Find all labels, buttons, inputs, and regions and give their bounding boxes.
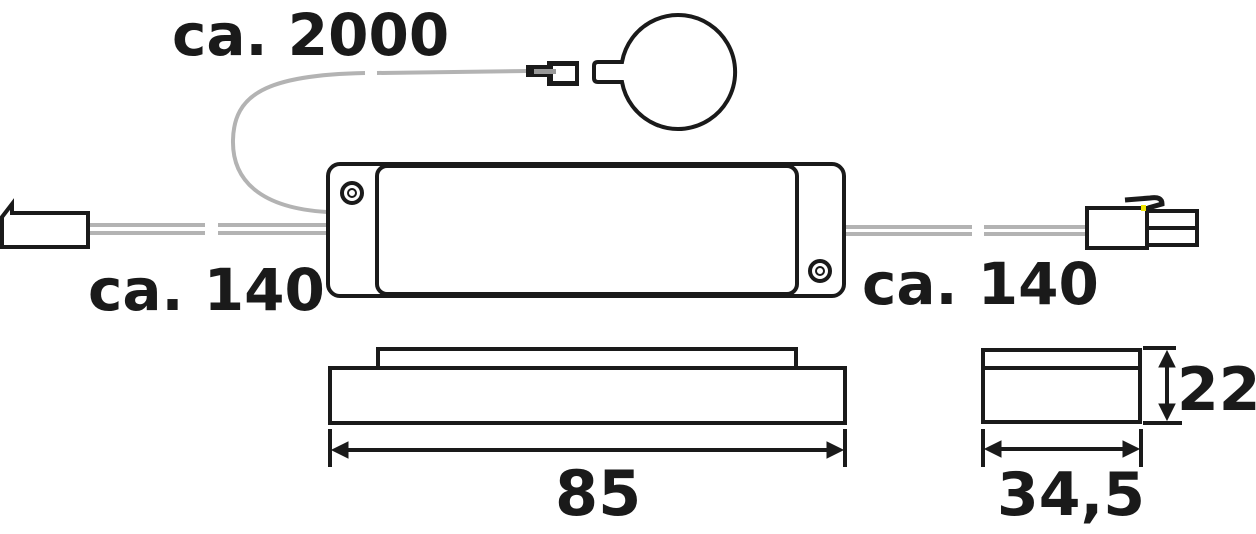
sensor-disc-icon	[592, 13, 738, 131]
height-label: 22	[1177, 355, 1256, 425]
end-view	[981, 348, 1142, 424]
cable-right-label: ca. 140	[862, 250, 1099, 318]
sensor-plug-icon	[526, 61, 579, 86]
height-dimension	[1143, 346, 1182, 425]
length-label: 85	[555, 457, 641, 530]
cable-left-label: ca. 140	[88, 256, 325, 324]
driver-housing-top	[326, 162, 846, 298]
sensor-cable	[230, 69, 529, 214]
output-connector-icon	[1085, 195, 1199, 250]
input-cable	[88, 223, 328, 235]
length-dimension	[328, 429, 847, 467]
side-view	[328, 347, 847, 425]
cable-long-label: ca. 2000	[172, 1, 449, 69]
width-label: 34,5	[997, 460, 1145, 530]
input-connector-icon	[0, 198, 90, 249]
output-cable	[845, 225, 1087, 236]
width-dimension	[981, 429, 1143, 467]
